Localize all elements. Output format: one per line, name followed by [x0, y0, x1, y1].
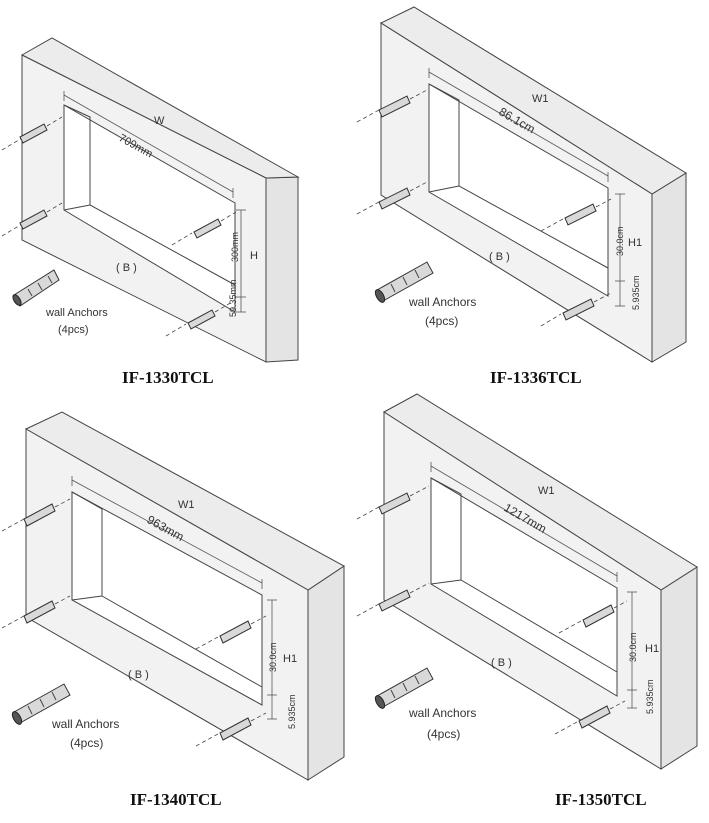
wall-side-face: [651, 172, 687, 363]
anchor-top-left: [1, 498, 71, 532]
wall-niche-diagram: W1 86.1cm 30.0cm H1 5.935cm ( B ) wall A…: [356, 6, 687, 363]
panel-if-1336tcl: W1 86.1cm 30.0cm H1 5.935cm ( B ) wall A…: [355, 0, 709, 411]
height-dimension: 30.0cm: [268, 642, 278, 672]
niche-back-edge: [71, 491, 263, 688]
anchor-top-left: [356, 89, 428, 123]
model-label: IF-1330TCL: [122, 368, 214, 387]
height-dimension: 30.0cm: [615, 226, 625, 256]
b-label: ( B ): [491, 657, 512, 669]
wall-niche-diagram: W1 963mm 30.0cm H1 5.935cm ( B ) wall An…: [1, 411, 345, 781]
anchor-bottom-left: [356, 582, 430, 617]
panel-if-1330tcl: W 709mm 300mm H 59.35mm ( B ) wall Ancho…: [0, 0, 354, 411]
anchors-count: (4pcs): [427, 727, 460, 741]
niche-opening: [71, 491, 263, 706]
anchor-top-left: [1, 116, 63, 151]
h-label: H1: [645, 643, 659, 655]
anchor-top-right: [540, 198, 612, 232]
loose-wall-anchor: [374, 261, 434, 303]
niche-back-edge: [428, 83, 609, 269]
anchor-bottom-right: [195, 712, 267, 747]
bottom-dimension: 59.35mm: [228, 279, 238, 317]
b-label: ( B ): [116, 262, 137, 274]
niche-opening: [63, 104, 236, 313]
anchors-label: wall Anchors: [51, 717, 119, 731]
bottom-dimension: 5.935cm: [631, 275, 641, 310]
height-dimension: 300mm: [230, 232, 240, 262]
anchor-bottom-right: [554, 700, 626, 735]
anchor-top-right: [558, 600, 628, 634]
wall-side-face: [307, 565, 345, 781]
niche-opening: [430, 477, 618, 697]
anchors-count: (4pcs): [425, 314, 458, 328]
w-dimension-line: [430, 465, 618, 577]
panel-if-1340tcl: W1 963mm 30.0cm H1 5.935cm ( B ) wall An…: [0, 411, 354, 823]
anchors-label: wall Anchors: [408, 295, 476, 309]
loose-wall-anchor: [374, 667, 434, 709]
wall-side-face: [660, 566, 698, 770]
anchors-label: wall Anchors: [45, 307, 108, 319]
niche-back-edge: [63, 104, 236, 286]
h-label: H1: [628, 237, 642, 249]
model-label: IF-1340TCL: [130, 790, 222, 809]
h-label: H: [250, 250, 258, 262]
panel-if-1350tcl: W1 1217mm 30.0cm H1 5.935cm ( B ) wall A…: [355, 393, 709, 823]
w-label: W1: [532, 93, 549, 105]
anchor-bottom-left: [1, 595, 71, 629]
b-label: ( B ): [489, 251, 510, 263]
anchor-top-right: [195, 615, 267, 650]
anchor-bottom-right: [165, 301, 233, 337]
niche-back-edge: [430, 477, 618, 673]
bottom-dimension: 5.935cm: [287, 694, 297, 729]
model-label: IF-1350TCL: [555, 790, 647, 809]
loose-wall-anchor: [12, 269, 60, 307]
anchor-bottom-left: [1, 202, 63, 237]
w-dimension-line: [63, 94, 234, 193]
loose-wall-anchor: [11, 683, 71, 725]
anchor-bottom-left: [356, 181, 428, 215]
w-dimension-line: [71, 479, 263, 584]
anchors-label: wall Anchors: [408, 706, 476, 720]
anchor-bottom-right: [540, 292, 612, 327]
h-label: H1: [283, 653, 297, 665]
w-label: W: [154, 115, 165, 127]
height-dimension: 30.0cm: [628, 632, 638, 662]
bottom-dimension: 5.935cm: [645, 679, 655, 714]
wall-side-face: [265, 176, 299, 363]
wall-niche-diagram: W 709mm 300mm H 59.35mm ( B ) wall Ancho…: [1, 37, 300, 363]
w-label: W1: [178, 499, 195, 511]
w-label: W1: [538, 485, 555, 497]
w-dimension-line: [428, 71, 609, 177]
anchor-top-right: [171, 211, 237, 246]
anchors-count: (4pcs): [70, 736, 103, 750]
anchor-top-left: [356, 485, 430, 520]
b-label: ( B ): [128, 669, 149, 681]
wall-niche-diagram: W1 1217mm 30.0cm H1 5.935cm ( B ) wall A…: [356, 393, 698, 770]
model-label: IF-1336TCL: [490, 368, 582, 387]
anchors-count: (4pcs): [58, 324, 89, 336]
